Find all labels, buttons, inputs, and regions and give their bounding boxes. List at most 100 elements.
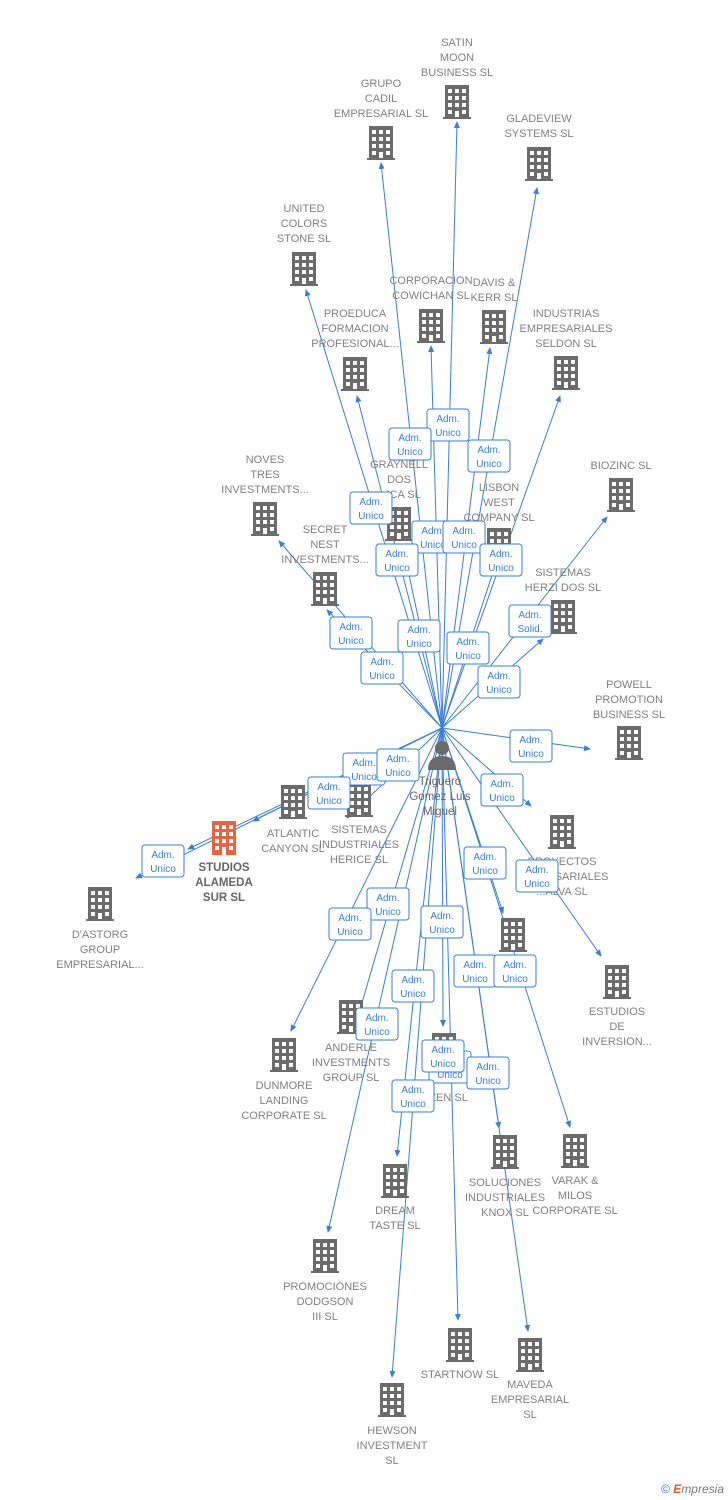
company-label-line: STONE SL <box>277 233 331 245</box>
role-badge-text: Unico <box>364 1027 390 1038</box>
building-icon <box>341 357 369 391</box>
role-badge[interactable]: Adm.Unico <box>467 439 511 473</box>
company-label-line: EMPRESARIAL <box>491 1394 569 1406</box>
company-node-noves[interactable]: NOVESTRESINVESTMENTS... <box>221 454 309 536</box>
role-badge[interactable]: Adm.Unico <box>355 1007 399 1041</box>
role-badge[interactable]: Adm.Unico <box>397 619 441 653</box>
role-badge[interactable]: Adm.Unico <box>466 1056 510 1090</box>
role-badge[interactable]: Adm.Unico <box>349 491 393 525</box>
company-label-line: PROMOTION <box>595 694 663 706</box>
company-label-line: ATLANTIC <box>267 828 319 840</box>
role-badge[interactable]: Adm.Unico <box>515 859 559 893</box>
role-badge[interactable]: Adm.Unico <box>446 631 490 665</box>
role-badge[interactable]: Adm.Unico <box>329 616 373 650</box>
role-badge-text: Unico <box>420 540 446 551</box>
company-label-line: INVESTMENTS <box>312 1057 390 1069</box>
role-badge[interactable]: Adm.Unico <box>420 905 464 939</box>
company-label-line: CORPORACION <box>389 275 472 287</box>
role-badge-text: Unico <box>385 768 411 779</box>
company-label-line: HERICE SL <box>330 854 388 866</box>
role-badge[interactable]: Adm. Unico <box>421 1039 465 1073</box>
building-icon <box>480 310 508 344</box>
role-badge-text: Adm. <box>151 850 174 861</box>
company-node-davis[interactable]: DAVIS &KERR SL <box>470 277 518 344</box>
role-badge-text: Unico <box>518 749 544 760</box>
role-badge[interactable]: Adm.Unico <box>493 954 537 988</box>
role-badge[interactable]: Adm.Unico <box>376 748 420 782</box>
edge-startnow <box>441 727 461 1321</box>
role-badge[interactable]: Adm.Unico <box>391 969 435 1003</box>
company-label-line: INDUSTRIALES <box>465 1192 545 1204</box>
role-badge[interactable]: Adm.Unico <box>388 427 432 461</box>
role-badge-text: Unico <box>338 636 364 647</box>
building-icon <box>378 1383 406 1417</box>
company-label-line: FORMACION <box>321 323 388 335</box>
company-label-line: INDUSTRIALES <box>319 839 399 851</box>
role-badge-text: Adm. <box>431 1045 454 1056</box>
role-badge[interactable]: Adm. Unico <box>141 844 185 878</box>
role-badge[interactable]: Adm.Unico <box>442 520 486 554</box>
company-label-line: CORPORATE SL <box>532 1205 617 1217</box>
role-badge-text: Adm. <box>519 735 542 746</box>
role-badge-text: Unico <box>462 974 488 985</box>
role-badge[interactable]: Adm.Unico <box>328 907 372 941</box>
role-badge[interactable]: Adm.Unico <box>426 408 470 442</box>
role-badge-text: Adm. <box>376 893 399 904</box>
company-node-estudios[interactable]: ESTUDIOSDEINVERSION... <box>582 965 652 1048</box>
role-badge[interactable]: Adm.Solid. <box>508 604 552 638</box>
role-badge[interactable]: Adm.Unico <box>463 846 507 880</box>
company-node-secret-nest[interactable]: SECRETNESTINVESTMENTS... <box>281 524 369 606</box>
role-badge[interactable]: Adm.Unico <box>479 543 523 577</box>
role-badge[interactable]: Adm.Unico <box>307 776 351 810</box>
role-badge-text: Adm. <box>463 960 486 971</box>
company-node-dastorg[interactable]: D'ASTORGGROUPEMPRESARIAL... <box>56 887 144 971</box>
role-badge-text: Unico <box>472 866 498 877</box>
role-badge[interactable]: Adm. Unico <box>509 729 553 763</box>
company-node-startnow[interactable]: STARTNOW SL <box>421 1328 499 1381</box>
role-badge-text: Unico <box>524 879 550 890</box>
role-badge[interactable]: Adm.Unico <box>391 1079 435 1113</box>
company-label-line: DUNMORE <box>256 1080 313 1092</box>
company-label-line: GROUP <box>80 944 120 956</box>
role-badge[interactable]: Adm.Unico <box>375 543 419 577</box>
role-badge[interactable]: Adm.Unico <box>480 773 524 807</box>
role-badge-text: Unico <box>397 447 423 458</box>
role-badge[interactable]: Adm. Unico <box>453 954 497 988</box>
role-badge[interactable]: Adm.Unico <box>366 887 410 921</box>
building-icon <box>417 309 445 343</box>
person-icon <box>428 741 456 770</box>
role-badge-text: Adm. <box>518 610 541 621</box>
role-badge-text: Unico <box>150 864 176 875</box>
role-badge-text: Adm. <box>487 671 510 682</box>
role-badge-text: Unico <box>430 1059 456 1070</box>
company-label-line: SL <box>523 1409 536 1421</box>
footer-brand[interactable]: © Empresia <box>661 1482 724 1496</box>
building-icon <box>279 785 307 819</box>
role-badge[interactable]: Adm.Unico <box>360 651 404 685</box>
role-badge[interactable]: Adm.Unico <box>477 665 521 699</box>
role-badge-text: Unico <box>384 563 410 574</box>
company-node-biozinc[interactable]: BIOZINC SL <box>590 460 652 512</box>
company-node-proeduca[interactable]: PROEDUCAFORMACIONPROFESIONAL... <box>311 308 399 391</box>
